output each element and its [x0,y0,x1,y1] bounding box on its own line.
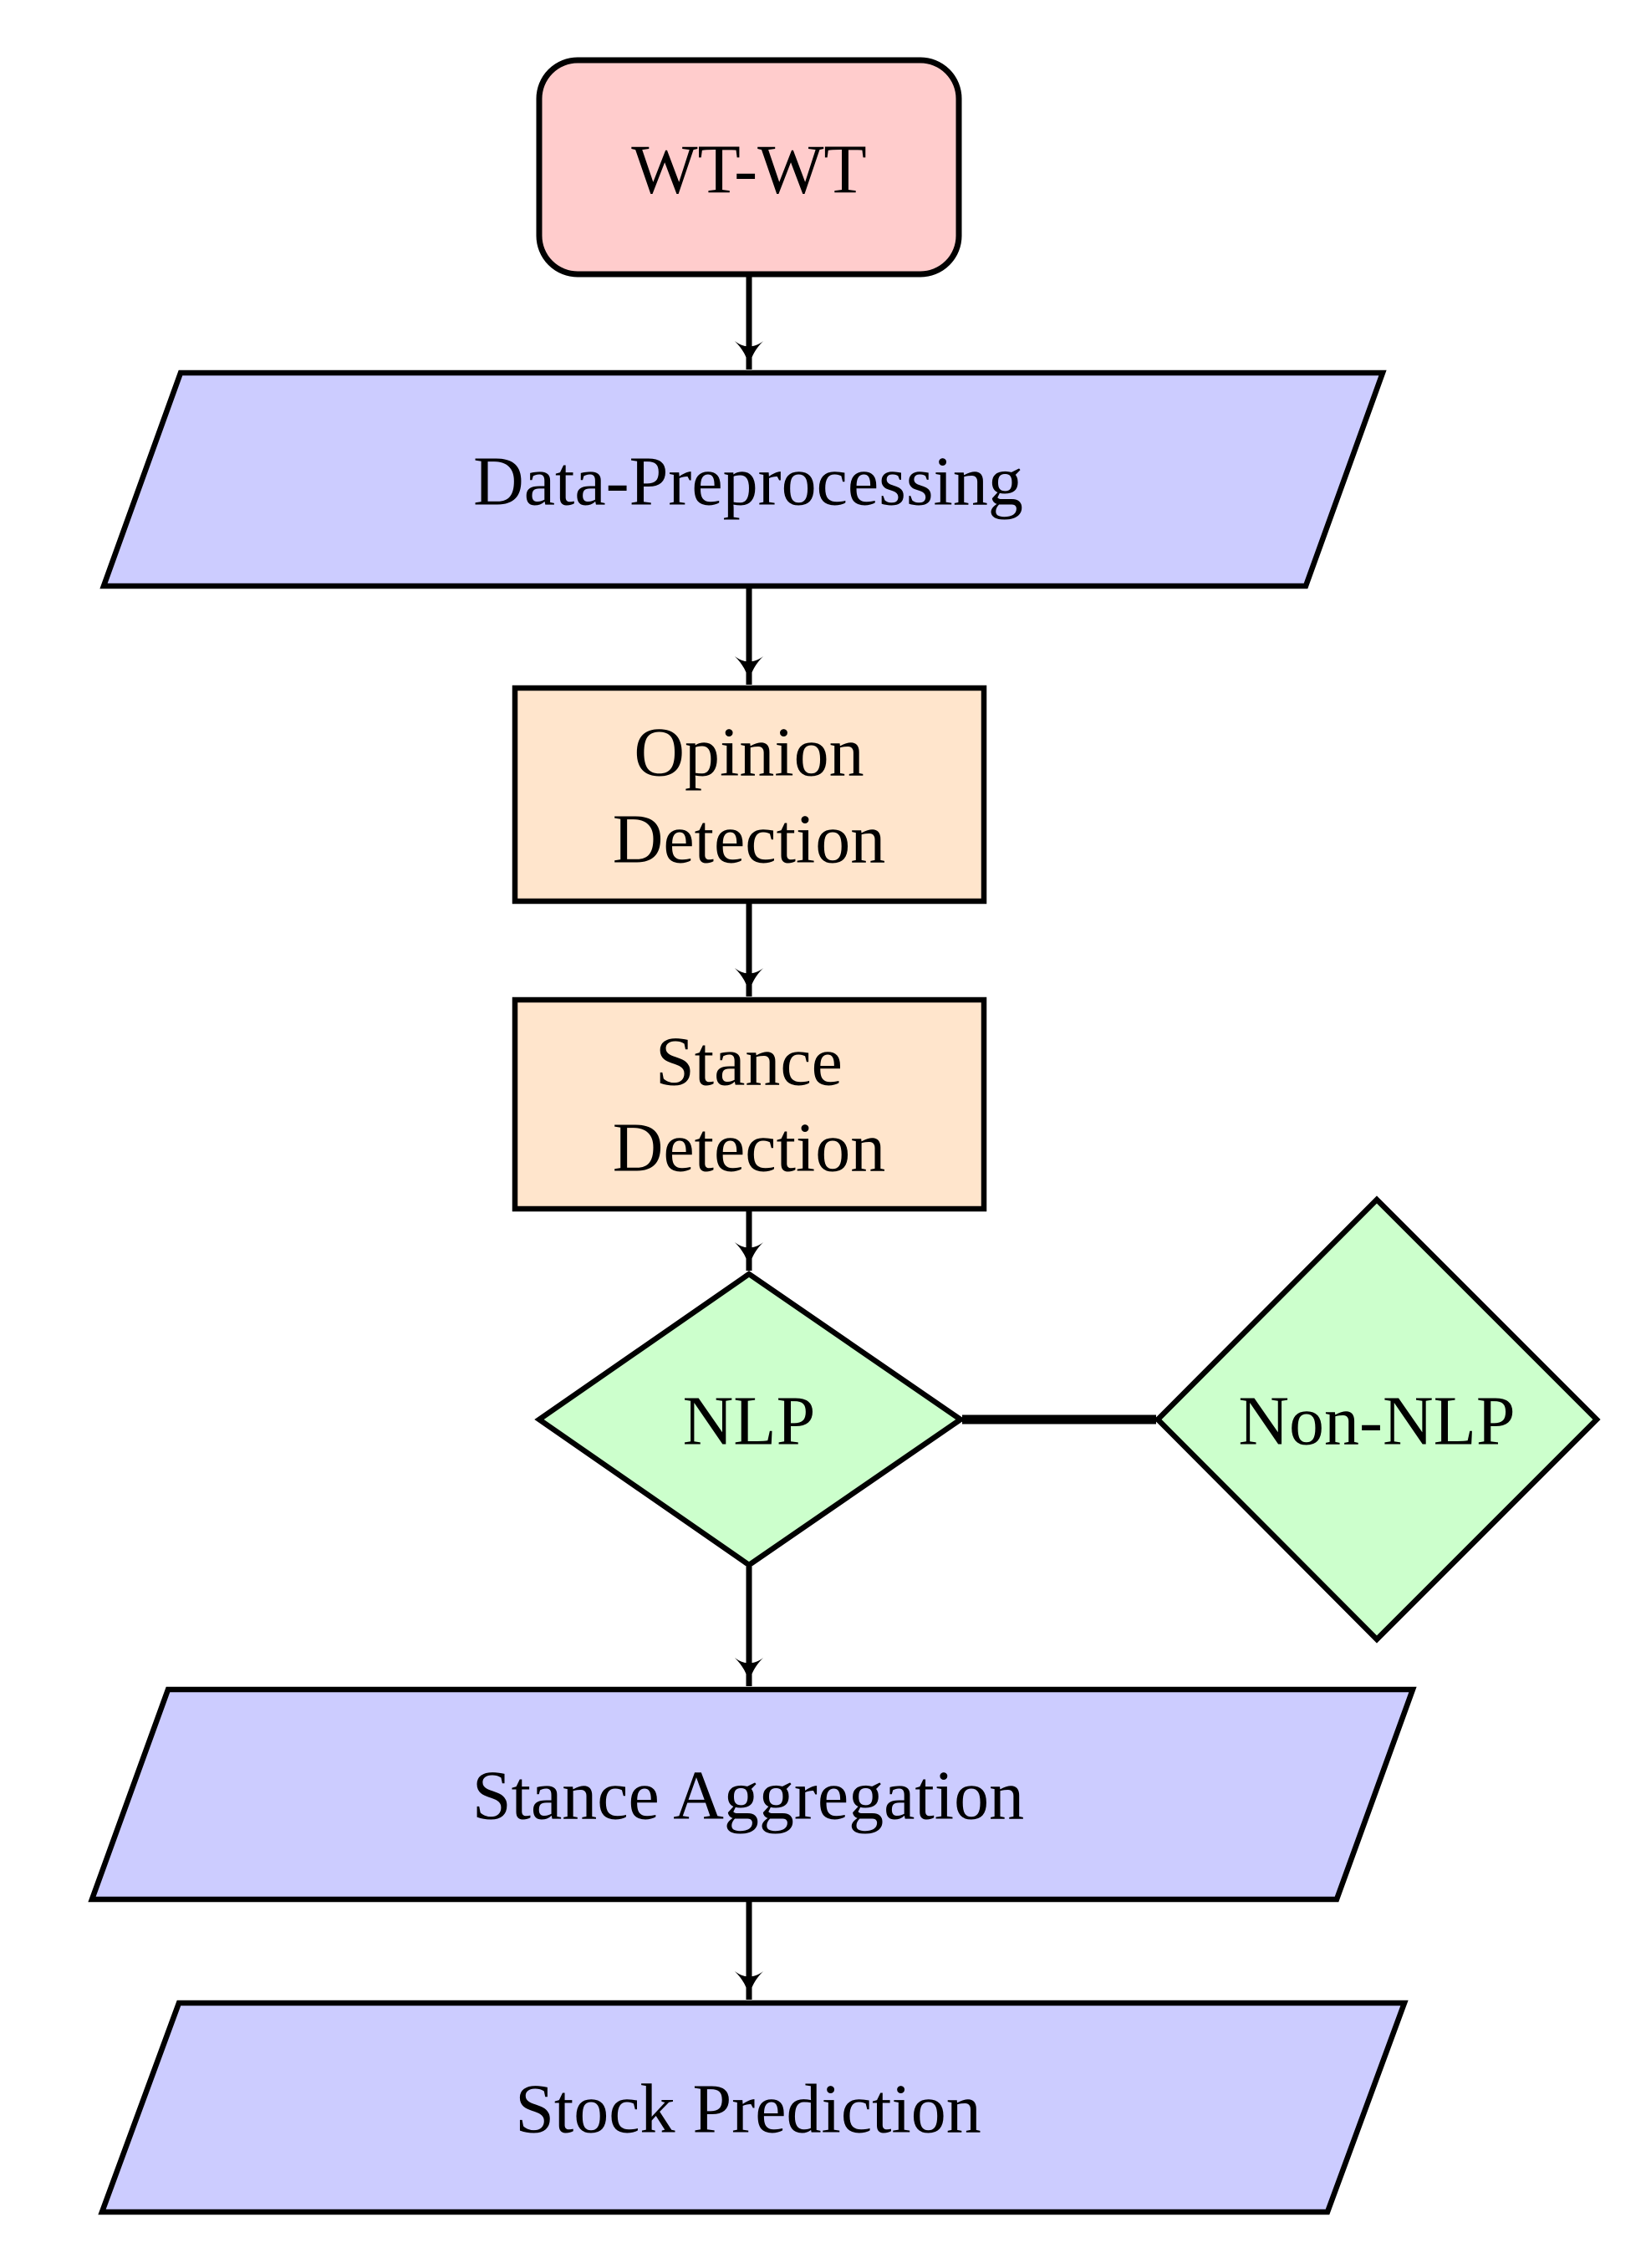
stance-detection-shape [512,996,987,1212]
nlp-shape [534,1271,966,1568]
wt-wt-label: WT-WT [631,131,866,209]
stance-aggregation-label: Stance Aggregation [472,1757,1024,1835]
stock-prediction-shape [98,2000,1409,2215]
stance-aggregation-shape [88,1686,1417,1903]
data-preprocessing-shape [99,370,1387,589]
stance-detection-label-line2: Detection [613,1109,886,1187]
non-nlp-shape [1154,1195,1601,1644]
node-nlp: NLP [534,1271,966,1568]
nlp-label: NLP [683,1383,816,1460]
node-data-preprocessing: Data-Preprocessing [99,370,1387,589]
opinion-detection-label-line1: Opinion [634,714,864,792]
node-wt-wt: WT-WT [536,57,962,278]
node-stance-aggregation: Stance Aggregation [88,1686,1417,1903]
opinion-detection-label-line2: Detection [613,801,886,879]
node-stock-prediction: Stock Prediction [98,2000,1409,2215]
stock-prediction-label: Stock Prediction [515,2071,981,2148]
node-stance-detection: Stance Detection [512,996,987,1212]
data-preprocessing-label: Data-Preprocessing [473,443,1023,521]
node-non-nlp: Non-NLP [1154,1195,1601,1644]
opinion-detection-shape [512,685,987,905]
wt-wt-shape [536,57,962,278]
stance-detection-label-line1: Stance [655,1023,843,1101]
non-nlp-label: Non-NLP [1238,1383,1515,1460]
node-opinion-detection: Opinion Detection [512,685,987,905]
